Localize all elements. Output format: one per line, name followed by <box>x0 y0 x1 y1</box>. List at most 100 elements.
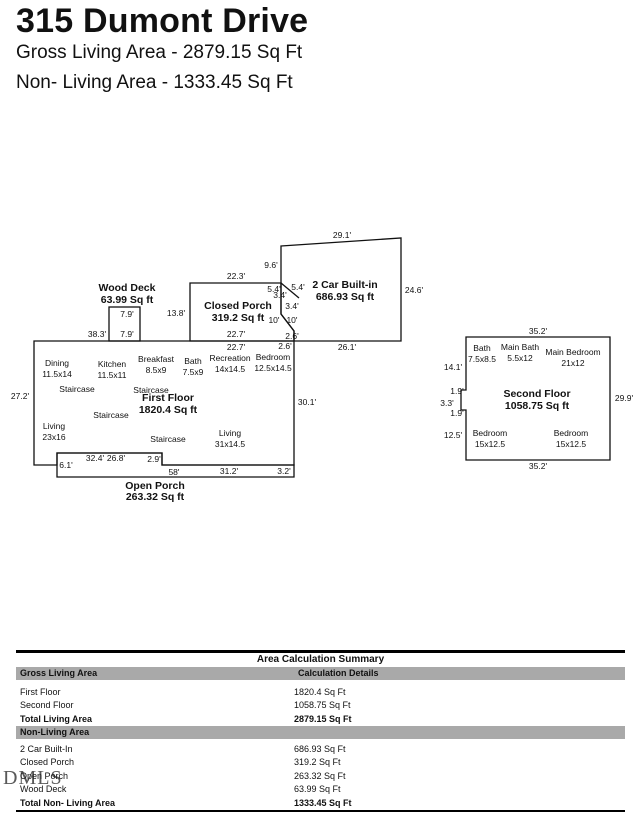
dim-5-4-b: 5.4' <box>291 282 305 292</box>
total-living-area-value: 2879.15 Sq Ft <box>294 713 352 724</box>
dim-closed-porch-bottom: 22.7' <box>227 329 246 339</box>
room-bedroom3-size: 15x12.5 <box>556 439 587 449</box>
non-row-label: Wood Deck <box>20 784 67 795</box>
summary-title: Area Calculation Summary <box>256 654 385 666</box>
non-row-label: Closed Porch <box>20 757 75 768</box>
dim-26-8: 26.8' <box>107 453 126 463</box>
dim-closed-porch-left: 13.8' <box>167 308 186 318</box>
room-bedroom-size: 12.5x14.5 <box>254 363 292 373</box>
dim-1-9-a: 1.9' <box>450 386 464 396</box>
room-kitchen-name: Kitchen <box>98 359 127 369</box>
room-bath-name: Bath <box>184 356 202 366</box>
non-row-value: 63.99 Sq Ft <box>294 784 341 795</box>
gross-row-value: 1820.4 Sq Ft <box>294 686 346 697</box>
non-living-area-header: Non-Living Area <box>16 725 294 739</box>
open-porch-outline <box>56 452 295 478</box>
second-floor-area: 1058.75 Sq ft <box>505 400 570 412</box>
wood-deck-area: 63.99 Sq ft <box>101 294 154 306</box>
room-bedroom2-name: Bedroom <box>473 428 508 438</box>
dim-12-5: 12.5' <box>444 430 463 440</box>
total-non-living-area-value: 1333.45 Sq Ft <box>294 797 352 808</box>
room-main-bedroom-size: 21x12 <box>561 358 584 368</box>
dim-3-4-b: 3.4' <box>285 301 299 311</box>
total-non-living-area-label: Total Non- Living Area <box>20 797 116 808</box>
room-dining-size: 11.5x14 <box>42 369 72 379</box>
second-floor-outline <box>460 336 611 461</box>
dim-6-1: 6.1' <box>59 460 73 470</box>
dim-32-4: 32.4' <box>86 453 105 463</box>
room-dining-name: Dining <box>45 358 69 368</box>
dim-closed-porch-top: 22.3' <box>227 271 246 281</box>
first-floor-area: 1820.4 Sq ft <box>139 404 198 416</box>
dim-3-4-a: 3.4' <box>273 290 287 300</box>
dim-garage-step: 9.6' <box>264 260 278 270</box>
second-floor-label: Second Floor <box>503 388 570 400</box>
room-bath2-name: Bath <box>473 343 491 353</box>
property-address: 315 Dumont Drive <box>16 2 309 40</box>
dim-second-floor-right: 29.9' <box>615 393 634 403</box>
dim-garage-bottom: 26.1' <box>338 342 357 352</box>
dim-10-b: 10' <box>286 315 297 325</box>
gross-living-area-header: Gross Living Area <box>16 666 294 680</box>
room-staircase-2: Staircase <box>133 385 169 395</box>
open-porch-area: 263.32 Sq ft <box>126 491 185 503</box>
room-staircase-1: Staircase <box>59 384 95 394</box>
dim-14-1: 14.1' <box>444 362 463 372</box>
dim-garage-top: 29.1' <box>333 230 352 240</box>
dim-2-9: 2.9' <box>147 454 161 464</box>
dim-first-floor-left: 27.2' <box>11 391 30 401</box>
first-floor-label: First Floor <box>142 392 194 404</box>
gross-row-value: 1058.75 Sq Ft <box>294 700 351 711</box>
room-bedroom3-name: Bedroom <box>554 428 589 438</box>
room-main-bedroom-name: Main Bedroom <box>545 347 600 357</box>
dim-3-3: 3.3' <box>440 398 454 408</box>
dim-5-4-a: 5.4' <box>267 284 281 294</box>
room-living2-name: Living <box>219 428 241 438</box>
room-staircase-4: Staircase <box>150 434 186 444</box>
room-recreation-size: 14x14.5 <box>215 364 246 374</box>
garage-area: 686.93 Sq ft <box>316 291 375 303</box>
dim-second-floor-bottom: 35.2' <box>529 461 548 471</box>
room-breakfast-size: 8.5x9 <box>146 365 167 375</box>
dim-31-2: 31.2' <box>220 466 239 476</box>
non-row-label: Open Porch <box>20 770 69 781</box>
garage-label: 2 Car Built-in <box>312 279 377 291</box>
room-bath2-size: 7.5x8.5 <box>468 354 496 364</box>
dim-closed-porch-bottom-2: 22.7' <box>227 342 246 352</box>
area-calculation-summary: Area Calculation Summary Gross Living Ar… <box>16 650 625 812</box>
room-staircase-3: Staircase <box>93 410 129 420</box>
dim-58: 58' <box>168 467 179 477</box>
room-main-bath-name: Main Bath <box>501 342 540 352</box>
room-bedroom-name: Bedroom <box>256 352 291 362</box>
dim-first-floor-right: 30.1' <box>298 397 317 407</box>
room-bedroom2-size: 15x12.5 <box>475 439 506 449</box>
dim-3-2: 3.2' <box>277 466 291 476</box>
total-living-area-label: Total Living Area <box>20 713 93 724</box>
wood-deck-label: Wood Deck <box>99 282 156 294</box>
room-living-name: Living <box>43 421 65 431</box>
room-living-size: 23x16 <box>42 432 65 442</box>
non-row-label: 2 Car Built-In <box>20 743 73 754</box>
room-recreation-name: Recreation <box>209 353 250 363</box>
dim-first-floor-top: 38.3' <box>88 329 107 339</box>
dim-wood-deck-bottom: 7.9' <box>120 329 134 339</box>
floor-plan-sketch: Wood Deck 63.99 Sq ft Closed Porch 319.2… <box>11 230 634 503</box>
closed-porch-label: Closed Porch <box>204 300 272 312</box>
dim-2-6-b: 2.6' <box>278 341 292 351</box>
dim-wood-deck-top: 7.9' <box>120 309 134 319</box>
dmls-watermark-logo: DMLS <box>3 767 63 789</box>
dim-second-floor-top: 35.2' <box>529 326 548 336</box>
dim-garage-right: 24.6' <box>405 285 424 295</box>
room-living2-size: 31x14.5 <box>215 439 246 449</box>
closed-porch-area: 319.2 Sq ft <box>212 312 265 324</box>
dim-1-9-b: 1.9' <box>450 408 464 418</box>
gross-living-area-line: Gross Living Area - 2879.15 Sq Ft <box>16 42 303 63</box>
non-row-value: 686.93 Sq Ft <box>294 743 346 754</box>
non-row-value: 319.2 Sq Ft <box>294 757 341 768</box>
room-bath-size: 7.5x9 <box>183 367 204 377</box>
calculation-details-header: Calculation Details <box>294 666 625 680</box>
non-row-value: 263.32 Sq Ft <box>294 770 346 781</box>
room-main-bath-size: 5.5x12 <box>507 353 533 363</box>
gross-row-label: First Floor <box>20 686 61 697</box>
open-porch-label: Open Porch <box>125 480 185 492</box>
